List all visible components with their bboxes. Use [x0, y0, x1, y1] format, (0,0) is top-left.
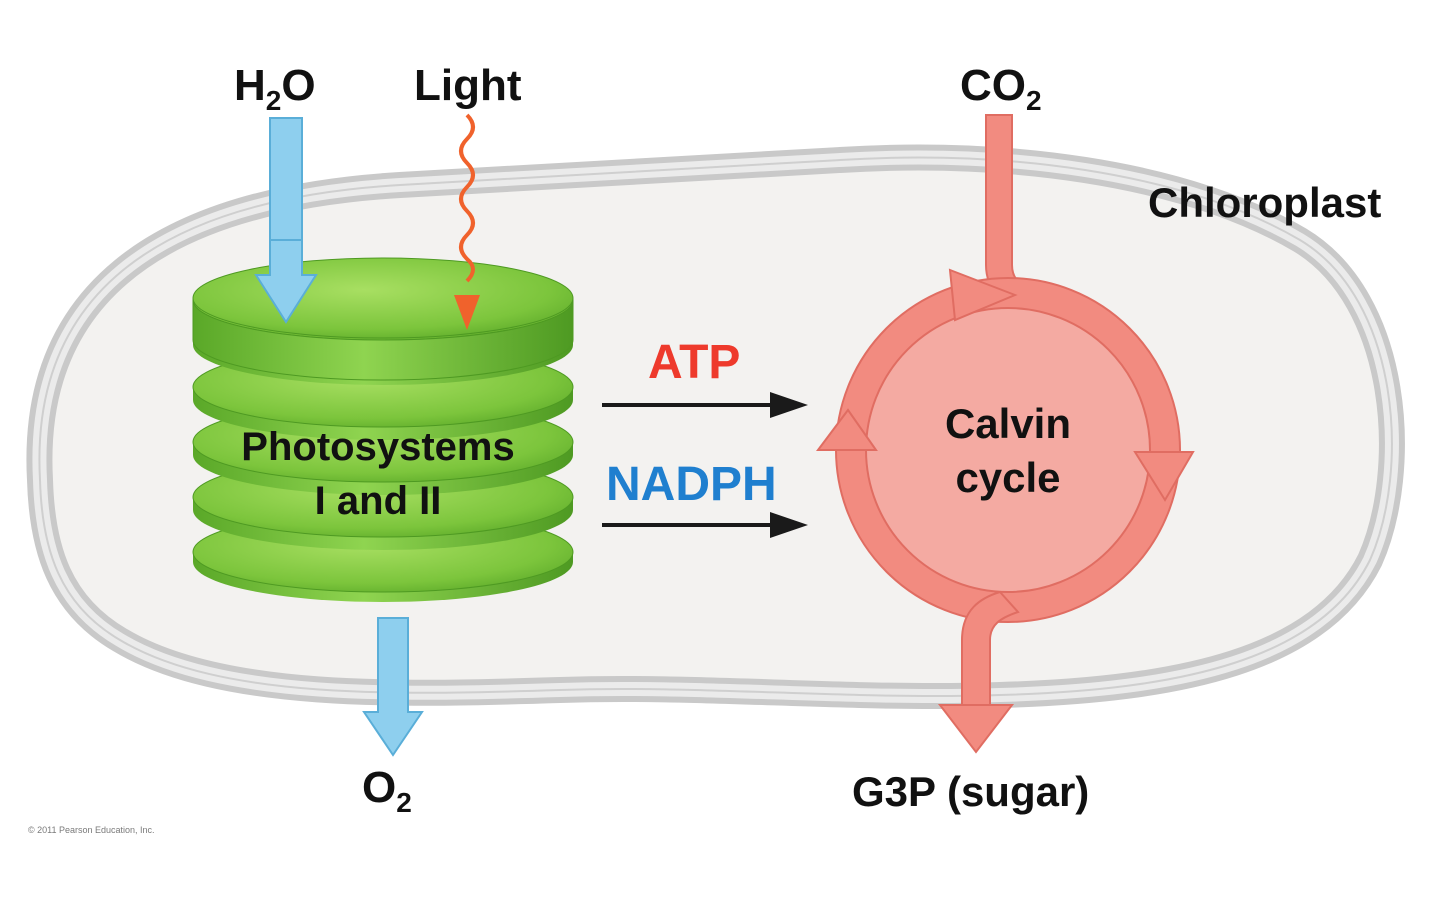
- svg-text:CO2: CO2: [960, 61, 1042, 116]
- copyright-credit: © 2011 Pearson Education, Inc.: [28, 825, 155, 835]
- calvin-label-line2: cycle: [955, 454, 1060, 501]
- chloroplast-label: Chloroplast: [1148, 179, 1381, 226]
- oxygen-label: O2: [362, 763, 412, 818]
- light-label: Light: [414, 61, 522, 110]
- g3p-label: G3P (sugar): [852, 768, 1089, 815]
- calvin-label-line1: Calvin: [945, 400, 1071, 447]
- co2-label: CO2: [960, 61, 1042, 116]
- nadph-label: NADPH: [606, 458, 777, 511]
- atp-arrow: [602, 392, 808, 418]
- oxygen-arrow: [362, 617, 424, 757]
- water-arrow-tip: [254, 239, 318, 324]
- nadph-arrow: [602, 512, 808, 538]
- cycle-arrows-icon: [816, 114, 1195, 754]
- wavy-arrow-icon: [454, 113, 480, 330]
- water-label: H2O: [234, 61, 316, 116]
- svg-text:O2: O2: [362, 763, 412, 818]
- atp-label: ATP: [648, 336, 740, 389]
- svg-text:H2O: H2O: [234, 61, 316, 116]
- photosystems-label-line2: I and II: [315, 479, 442, 523]
- photosystems-label-line1: Photosystems: [241, 425, 514, 469]
